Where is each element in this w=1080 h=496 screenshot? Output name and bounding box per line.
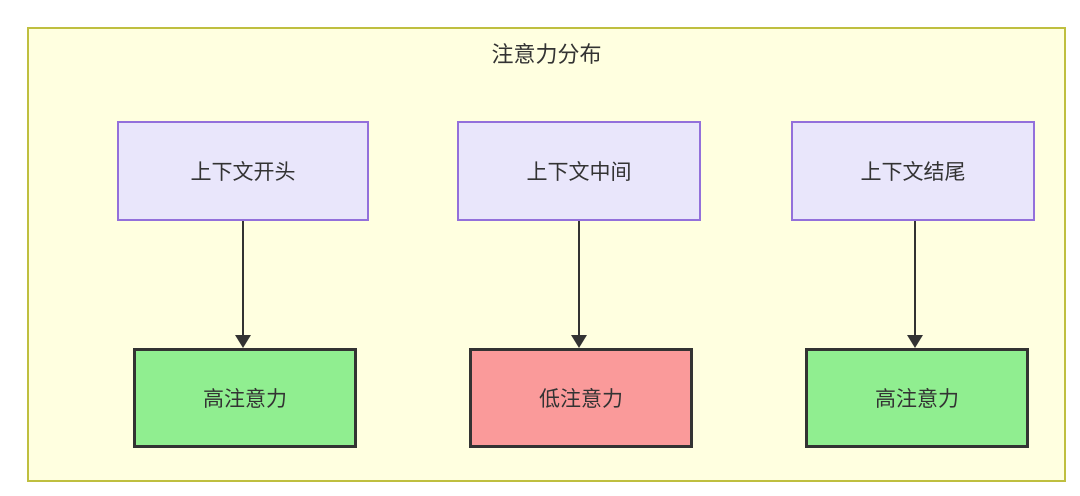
node-label: 低注意力 (539, 388, 623, 411)
attention-distribution-subgraph: 注意力分布 上下文开头 上下文中间 上下文结尾 高注意力 低注意力 高注意力 (27, 27, 1066, 482)
edge-line-context-start-to-high-attention (242, 221, 244, 337)
down-arrow-icon (907, 335, 923, 348)
node-label: 上下文结尾 (860, 161, 966, 184)
node-label: 上下文中间 (526, 161, 632, 184)
down-arrow-icon (571, 335, 587, 348)
edge-line-context-end-to-high-attention (914, 221, 916, 337)
node-high-attention-start[interactable]: 高注意力 (133, 348, 357, 448)
node-label: 高注意力 (875, 388, 959, 411)
node-label: 高注意力 (203, 388, 287, 411)
node-context-middle[interactable]: 上下文中间 (457, 121, 701, 221)
node-label: 上下文开头 (190, 161, 296, 184)
node-low-attention-middle[interactable]: 低注意力 (469, 348, 693, 448)
subgraph-title: 注意力分布 (491, 42, 602, 67)
down-arrow-icon (235, 335, 251, 348)
node-context-start[interactable]: 上下文开头 (117, 121, 369, 221)
node-context-end[interactable]: 上下文结尾 (791, 121, 1035, 221)
edge-line-context-middle-to-low-attention (578, 221, 580, 337)
node-high-attention-end[interactable]: 高注意力 (805, 348, 1029, 448)
